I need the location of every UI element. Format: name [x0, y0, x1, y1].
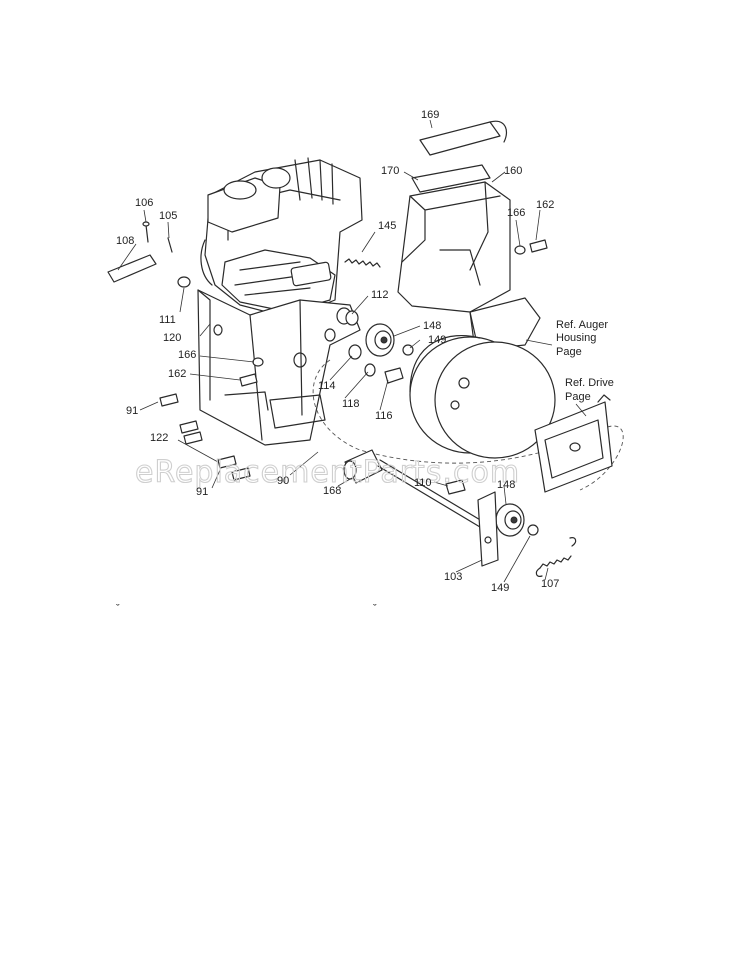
- callout-149-lower: 149: [491, 582, 509, 594]
- callout-107: 107: [541, 578, 559, 590]
- top-cover: [419, 120, 508, 156]
- watermark: eReplacementParts.com: [135, 455, 520, 490]
- svg-text:Ref. Drive: Ref. Drive: [565, 377, 614, 389]
- callout-120: 120: [163, 332, 181, 344]
- frame-plate: [197, 289, 361, 446]
- spring-107: [535, 537, 577, 577]
- callout-168: 168: [323, 485, 341, 497]
- callout-118: 118: [342, 398, 360, 410]
- svg-text:Page: Page: [556, 346, 582, 358]
- callout-110: 110: [414, 477, 432, 489]
- callout-114: 114: [318, 380, 336, 392]
- page-mark-right: ˇ: [373, 603, 377, 615]
- callout-160: 160: [504, 165, 522, 177]
- ref-drive-note: Ref. Drive Page: [565, 377, 614, 403]
- callout-90: 90: [277, 475, 289, 487]
- ref-auger-housing-note: Ref. Auger Housing Page: [556, 319, 608, 358]
- svg-text:Housing: Housing: [556, 332, 596, 344]
- spring-145: [344, 258, 381, 268]
- callout-166-left: 166: [178, 349, 196, 361]
- idler-arm-shaft: [343, 449, 488, 531]
- bolt-110: [445, 479, 466, 495]
- bracket: [477, 491, 499, 567]
- callout-labels: 169 170 160 166 162 106 105 108 145 112 …: [116, 109, 559, 594]
- page-mark-left: ˇ: [116, 603, 120, 615]
- bolt-112: [336, 307, 359, 326]
- callout-122: 122: [150, 432, 168, 444]
- callout-91-lower: 91: [196, 486, 208, 498]
- callout-162-left: 162: [168, 368, 186, 380]
- callout-105: 105: [159, 210, 177, 222]
- callout-116: 116: [375, 410, 393, 422]
- callout-145: 145: [378, 220, 396, 232]
- pulley-upper: [365, 323, 395, 357]
- bolt-106: [142, 221, 150, 243]
- engine: [200, 157, 363, 319]
- gasket: [411, 164, 491, 193]
- callout-166-right: 166: [507, 207, 525, 219]
- callout-148-upper: 148: [423, 320, 441, 332]
- callout-169: 169: [421, 109, 439, 121]
- callout-91-upper: 91: [126, 405, 138, 417]
- bolt-116: [384, 367, 404, 384]
- leader-lines: [117, 119, 587, 583]
- washer-111: [177, 276, 191, 288]
- pin-105: [167, 237, 173, 253]
- callout-148-lower: 148: [497, 479, 515, 491]
- callout-111: 111: [159, 314, 176, 326]
- drive-belt: [312, 359, 624, 491]
- svg-text:Ref. Auger: Ref. Auger: [556, 319, 608, 331]
- chute-housing: [397, 181, 511, 313]
- bolt-162-right: [529, 239, 548, 253]
- pulley-lower: [495, 503, 525, 537]
- auger-housing-ring: [409, 297, 556, 459]
- callout-103: 103: [444, 571, 462, 583]
- callout-162-right: 162: [536, 199, 554, 211]
- callout-106: 106: [135, 197, 153, 209]
- handle-lever-108: [107, 254, 157, 283]
- callout-112: 112: [371, 289, 389, 301]
- callout-149-upper: 149: [428, 334, 446, 346]
- bolts-left: [159, 357, 264, 481]
- callout-170: 170: [381, 165, 399, 177]
- svg-text:Page: Page: [565, 391, 591, 403]
- washer-166-right: [514, 245, 526, 255]
- callout-108: 108: [116, 235, 134, 247]
